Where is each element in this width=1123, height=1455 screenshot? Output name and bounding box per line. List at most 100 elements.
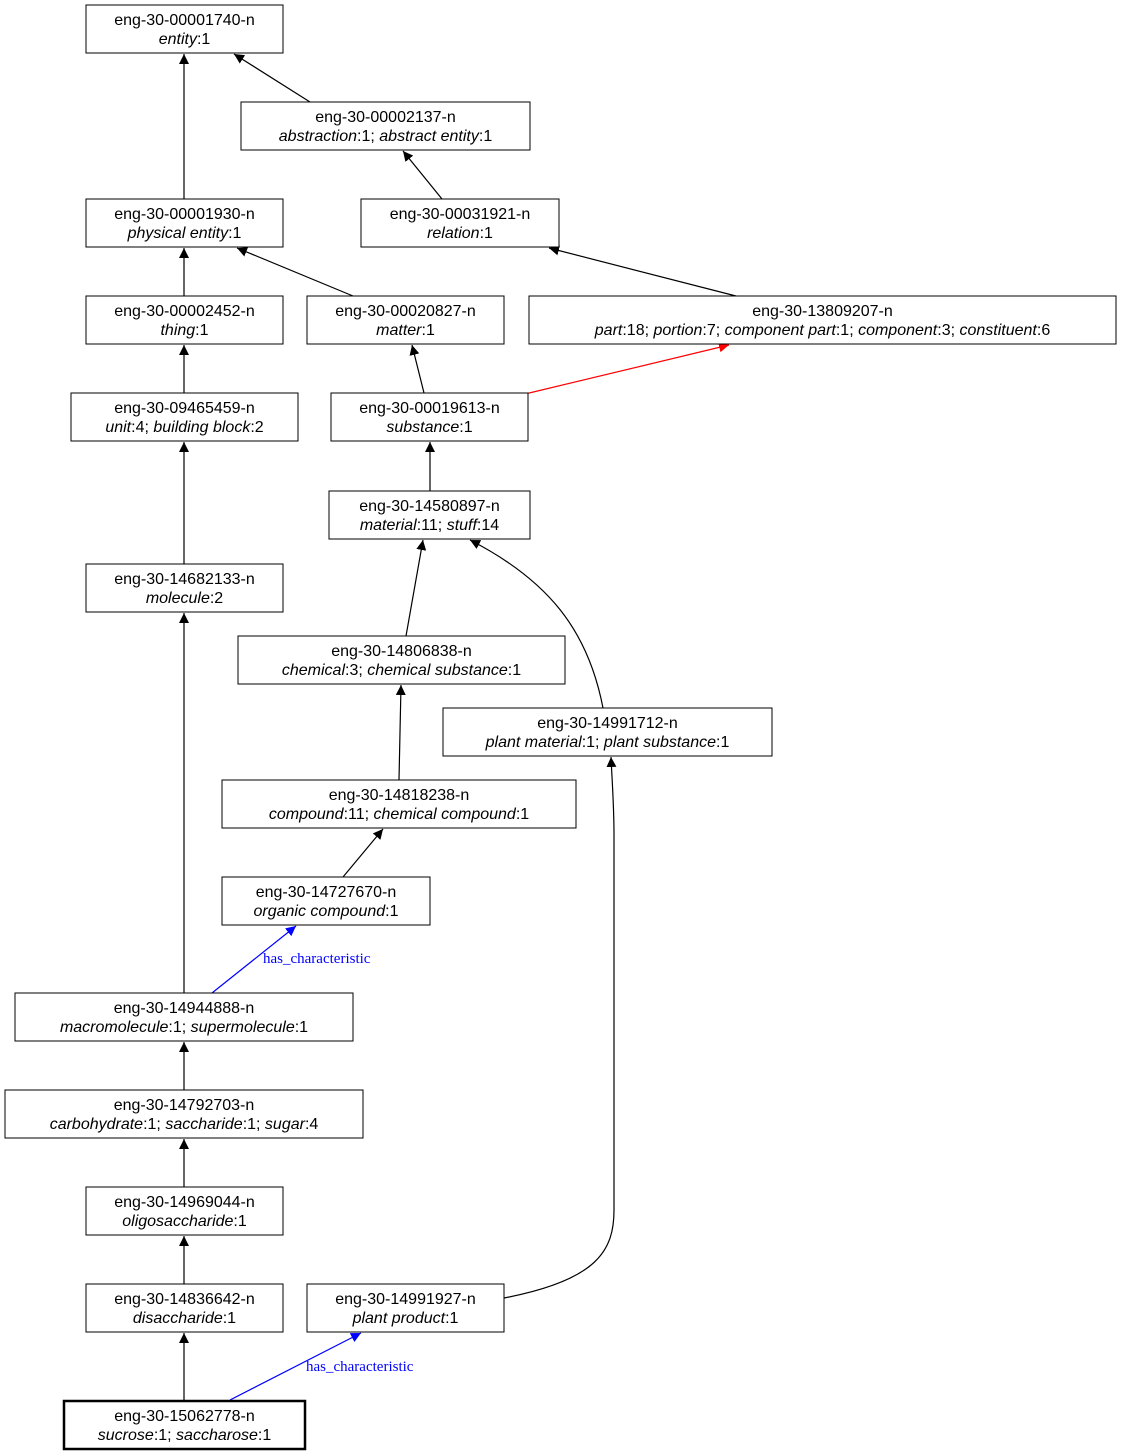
- lemma-word: component: [858, 322, 938, 339]
- synset-id-label: eng-30-00020827-n: [335, 303, 476, 320]
- lemma-sense-number: :1;: [243, 1116, 265, 1133]
- synset-lemmas-label: sucrose:1; saccharose:1: [98, 1427, 272, 1444]
- nodes-layer: eng-30-00001740-nentity:1eng-30-00002137…: [4, 4, 1117, 1451]
- synset-node-box: [306, 1283, 505, 1333]
- synset-lemmas-label: unit:4; building block:2: [105, 419, 263, 436]
- synset-lemmas-label: relation:1: [427, 225, 493, 242]
- synset-id-label: eng-30-00001930-n: [114, 206, 255, 223]
- lemma-sense-number: :1: [508, 662, 521, 679]
- lemma-sense-number: :1;: [143, 1116, 165, 1133]
- synset-lemmas-label: physical entity:1: [127, 225, 242, 242]
- lemma-sense-number: :1: [197, 31, 210, 48]
- edge-label-has-characteristic: has_characteristic: [263, 951, 371, 967]
- synset-node-box: [442, 707, 773, 757]
- lemma-sense-number: :7;: [702, 322, 724, 339]
- lemma-word: plant substance: [603, 734, 716, 751]
- synset-lemmas-label: substance:1: [386, 419, 472, 436]
- synset-node-box: [85, 4, 284, 54]
- lemma-sense-number: :1: [228, 225, 241, 242]
- synset-id-label: eng-30-14792703-n: [114, 1097, 255, 1114]
- synset-id-label: eng-30-14991712-n: [537, 715, 678, 732]
- lemma-word: saccharose: [176, 1427, 258, 1444]
- synset-node-box: [240, 101, 531, 151]
- synset-lemmas-label: plant material:1; plant substance:1: [485, 734, 730, 751]
- lemma-sense-number: :1: [479, 128, 492, 145]
- lemma-sense-number: :1: [195, 322, 208, 339]
- edge-hypernym-14806838-to-14580897: [405, 539, 427, 637]
- synset-node-15062778[interactable]: eng-30-15062778-n sucrose:1; saccharose:1: [62, 1399, 307, 1451]
- synset-id-label: eng-30-14836642-n: [114, 1291, 255, 1308]
- lemma-word: plant material: [485, 734, 582, 751]
- lemma-word: relation: [427, 225, 480, 242]
- lemma-word: compound: [269, 806, 345, 823]
- lemma-sense-number: :2: [250, 419, 263, 436]
- lemma-sense-number: :11;: [344, 806, 374, 823]
- synset-node-00031921[interactable]: eng-30-00031921-n relation:1: [360, 198, 560, 248]
- synset-id-label: eng-30-14727670-n: [256, 884, 397, 901]
- lemma-word: material: [360, 517, 417, 534]
- lemma-sense-number: :1: [223, 1310, 236, 1327]
- lemma-sense-number: :1: [233, 1213, 246, 1230]
- synset-node-box: [306, 295, 505, 345]
- synset-id-label: eng-30-14944888-n: [114, 1000, 255, 1017]
- synset-id-label: eng-30-14969044-n: [114, 1194, 255, 1211]
- lemma-sense-number: :1: [258, 1427, 271, 1444]
- lemma-sense-number: :3;: [937, 322, 959, 339]
- lemma-word: physical entity: [127, 225, 229, 242]
- lemma-word: chemical compound: [374, 806, 517, 823]
- synset-node-14580897[interactable]: eng-30-14580897-n material:11; stuff:14: [328, 490, 531, 540]
- synset-lemmas-label: carbohydrate:1; saccharide:1; sugar:4: [50, 1116, 319, 1133]
- lemma-sense-number: :4;: [131, 419, 153, 436]
- synset-node-14792703[interactable]: eng-30-14792703-n carbohydrate:1; sacchar…: [4, 1089, 364, 1139]
- synset-id-label: eng-30-14580897-n: [359, 498, 500, 515]
- lemma-word: chemical substance: [367, 662, 508, 679]
- synset-lemmas-label: material:11; stuff:14: [360, 517, 499, 534]
- synset-node-00001930[interactable]: eng-30-00001930-n physical entity:1: [85, 198, 284, 248]
- synset-node-box: [528, 295, 1117, 345]
- synset-id-label: eng-30-15062778-n: [114, 1408, 255, 1425]
- lemma-sense-number: :1: [716, 734, 729, 751]
- lemma-word: matter: [376, 322, 422, 339]
- lemma-sense-number: :11;: [417, 517, 447, 534]
- edge-label-has-characteristic: has_characteristic: [306, 1359, 414, 1375]
- lemma-sense-number: :1: [385, 903, 398, 920]
- lemma-sense-number: :4: [305, 1116, 318, 1133]
- synset-node-box: [4, 1089, 364, 1139]
- lemma-sense-number: :1: [459, 419, 472, 436]
- lemma-word: portion: [653, 322, 703, 339]
- synset-node-box: [237, 635, 566, 685]
- synset-lemmas-label: molecule:2: [146, 590, 223, 607]
- edges-layer: has_characteristic has_characteristic: [179, 53, 737, 1401]
- synset-node-box: [328, 490, 531, 540]
- synset-node-box: [330, 392, 529, 442]
- synset-node-14727670[interactable]: eng-30-14727670-n organic compound:1: [221, 876, 431, 926]
- synset-id-label: eng-30-00031921-n: [390, 206, 531, 223]
- lemma-word: macromolecule: [60, 1019, 169, 1036]
- synset-node-box: [85, 1283, 284, 1333]
- lemma-word: component part: [725, 322, 837, 339]
- lemma-word: constituent: [959, 322, 1037, 339]
- synset-lemmas-label: entity:1: [159, 31, 211, 48]
- edge-has-characteristic-14944888-to-14727670: [211, 925, 297, 994]
- lemma-word: abstraction: [279, 128, 357, 145]
- lemma-word: organic compound: [254, 903, 387, 920]
- lemma-word: molecule: [146, 590, 210, 607]
- lemma-sense-number: :1;: [836, 322, 858, 339]
- synset-id-label: eng-30-14991927-n: [335, 1291, 476, 1308]
- lemma-word: sugar: [265, 1116, 306, 1133]
